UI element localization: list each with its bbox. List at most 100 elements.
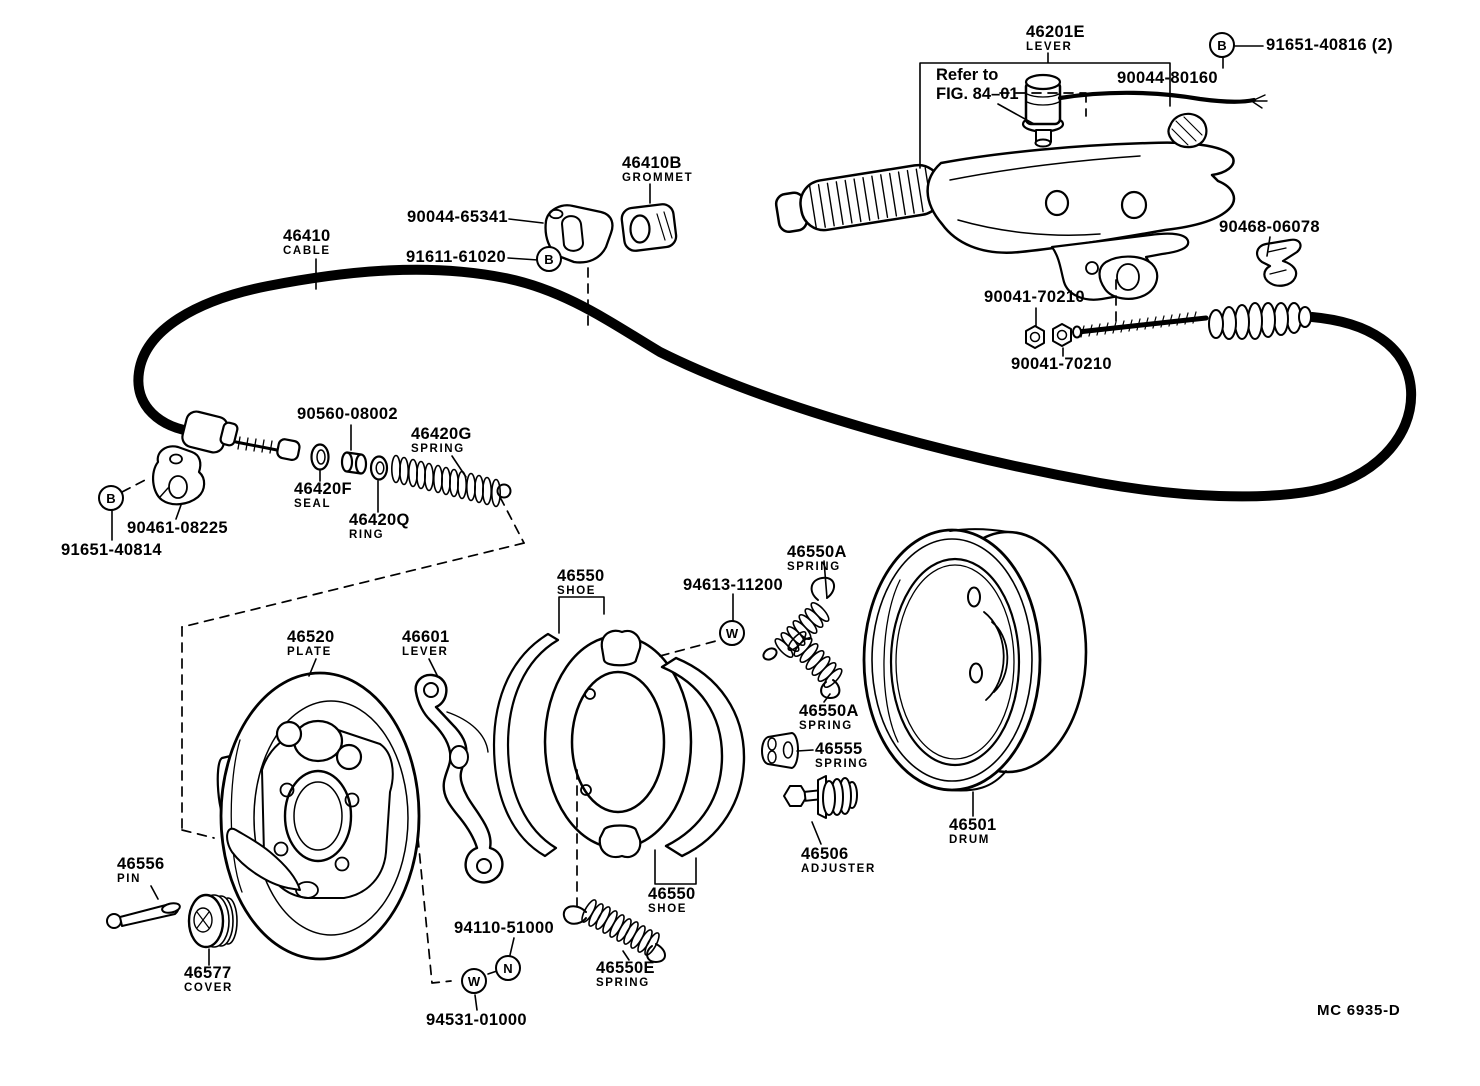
part-label-91651-40814: 91651-40814 — [61, 541, 162, 559]
part-number: 90041-70210 — [984, 288, 1085, 306]
part-name: CABLE — [283, 245, 331, 258]
part-name: COVER — [184, 982, 233, 995]
cable-left-end-art — [152, 410, 389, 506]
marker-w-shoe-washer: W — [719, 620, 745, 646]
part-label-90468-06078: 90468-06078 — [1219, 218, 1320, 236]
part-number: 94613-11200 — [683, 576, 783, 594]
part-label-91611-61020: 91611-61020 — [406, 248, 506, 266]
part-number: 46420Q — [349, 511, 410, 529]
part-number: 46550 — [557, 567, 605, 585]
refer-note-line2: FIG. 84–01 — [936, 85, 1019, 104]
spring-46420g-art — [390, 454, 512, 508]
part-number: 46577 — [184, 964, 232, 982]
part-number: 46556 — [117, 855, 165, 873]
part-label-94110-51000: 94110-51000 — [454, 919, 554, 937]
part-number: 46420G — [411, 425, 472, 443]
part-label-90041-70210b: 90041-70210 — [1011, 355, 1112, 373]
part-number: 46506 — [801, 845, 849, 863]
marker-letter: W — [725, 625, 739, 641]
part-label-90044-80160: 90044-80160 — [1117, 69, 1218, 87]
brake-drum-art — [862, 528, 1088, 792]
part-label-91651-40816: 91651-40816 (2) — [1266, 36, 1393, 54]
part-number: 91651-40814 — [61, 541, 162, 559]
part-number: 46201E — [1026, 23, 1085, 41]
brake-shoes-art — [492, 629, 746, 859]
leader-lines — [111, 45, 1271, 1011]
part-label-94613-11200: 94613-11200 — [683, 576, 783, 594]
part-number: 91651-40816 (2) — [1266, 36, 1393, 54]
marker-letter: N — [503, 960, 513, 976]
part-name: DRUM — [949, 834, 990, 847]
part-name: SPRING — [411, 443, 465, 456]
part-number: 46520 — [287, 628, 335, 646]
part-label-94531-01000: 94531-01000 — [426, 1011, 527, 1029]
small-parts-art — [106, 732, 858, 949]
dashed-lines — [121, 92, 1117, 984]
backing-plate-art — [216, 671, 421, 961]
part-name: SPRING — [787, 561, 841, 574]
figure-code: MC 6935-D — [1317, 1002, 1401, 1019]
part-label-90041-70210a: 90041-70210 — [984, 288, 1085, 306]
part-name: SHOE — [557, 585, 597, 598]
part-number: 90044-65341 — [407, 208, 508, 226]
part-name: PLATE — [287, 646, 332, 659]
part-number: 91611-61020 — [406, 248, 506, 266]
part-name: SHOE — [648, 903, 688, 916]
marker-w-plate: W — [461, 968, 487, 994]
part-name: SPRING — [596, 977, 650, 990]
part-name: SEAL — [294, 498, 332, 511]
clamp-grommet-art — [544, 203, 678, 264]
part-number: 46550E — [596, 959, 655, 977]
part-label-90560-08002: 90560-08002 — [297, 405, 398, 423]
part-number: 90044-80160 — [1117, 69, 1218, 87]
part-number: 90560-08002 — [297, 405, 398, 423]
part-number: 90041-70210 — [1011, 355, 1112, 373]
part-number: 46550 — [648, 885, 696, 903]
part-number: 94531-01000 — [426, 1011, 527, 1029]
part-label-90044-65341: 90044-65341 — [407, 208, 508, 226]
rod-boot-art — [1025, 238, 1312, 349]
marker-n-plate: N — [495, 955, 521, 981]
part-name: LEVER — [402, 646, 449, 659]
part-number: 46501 — [949, 816, 997, 834]
refer-note-line1: Refer to — [936, 66, 999, 84]
part-number: 90468-06078 — [1219, 218, 1320, 236]
marker-b-clamp-bolt: B — [536, 246, 562, 272]
refer-note: Refer to FIG. 84–01 — [936, 66, 1019, 105]
part-number: 46420F — [294, 480, 352, 498]
part-name: GROMMET — [622, 172, 694, 185]
part-number: 94110-51000 — [454, 919, 554, 937]
part-label-90461-08225: 90461-08225 — [127, 519, 228, 537]
cable-art — [133, 264, 1417, 502]
part-number: 46410B — [622, 154, 682, 172]
part-number: 46601 — [402, 628, 450, 646]
part-name: PIN — [117, 873, 142, 886]
part-number: 90461-08225 — [127, 519, 228, 537]
part-name: RING — [349, 529, 385, 542]
part-name: LEVER — [1026, 41, 1073, 54]
part-name: ADJUSTER — [801, 863, 876, 876]
shoe-lever-art — [414, 673, 504, 884]
part-name: SPRING — [799, 720, 853, 733]
marker-letter: B — [1217, 37, 1227, 53]
part-number: 46550A — [799, 702, 859, 720]
part-number: 46555 — [815, 740, 863, 758]
marker-letter: W — [467, 973, 481, 989]
part-number: 46550A — [787, 543, 847, 561]
